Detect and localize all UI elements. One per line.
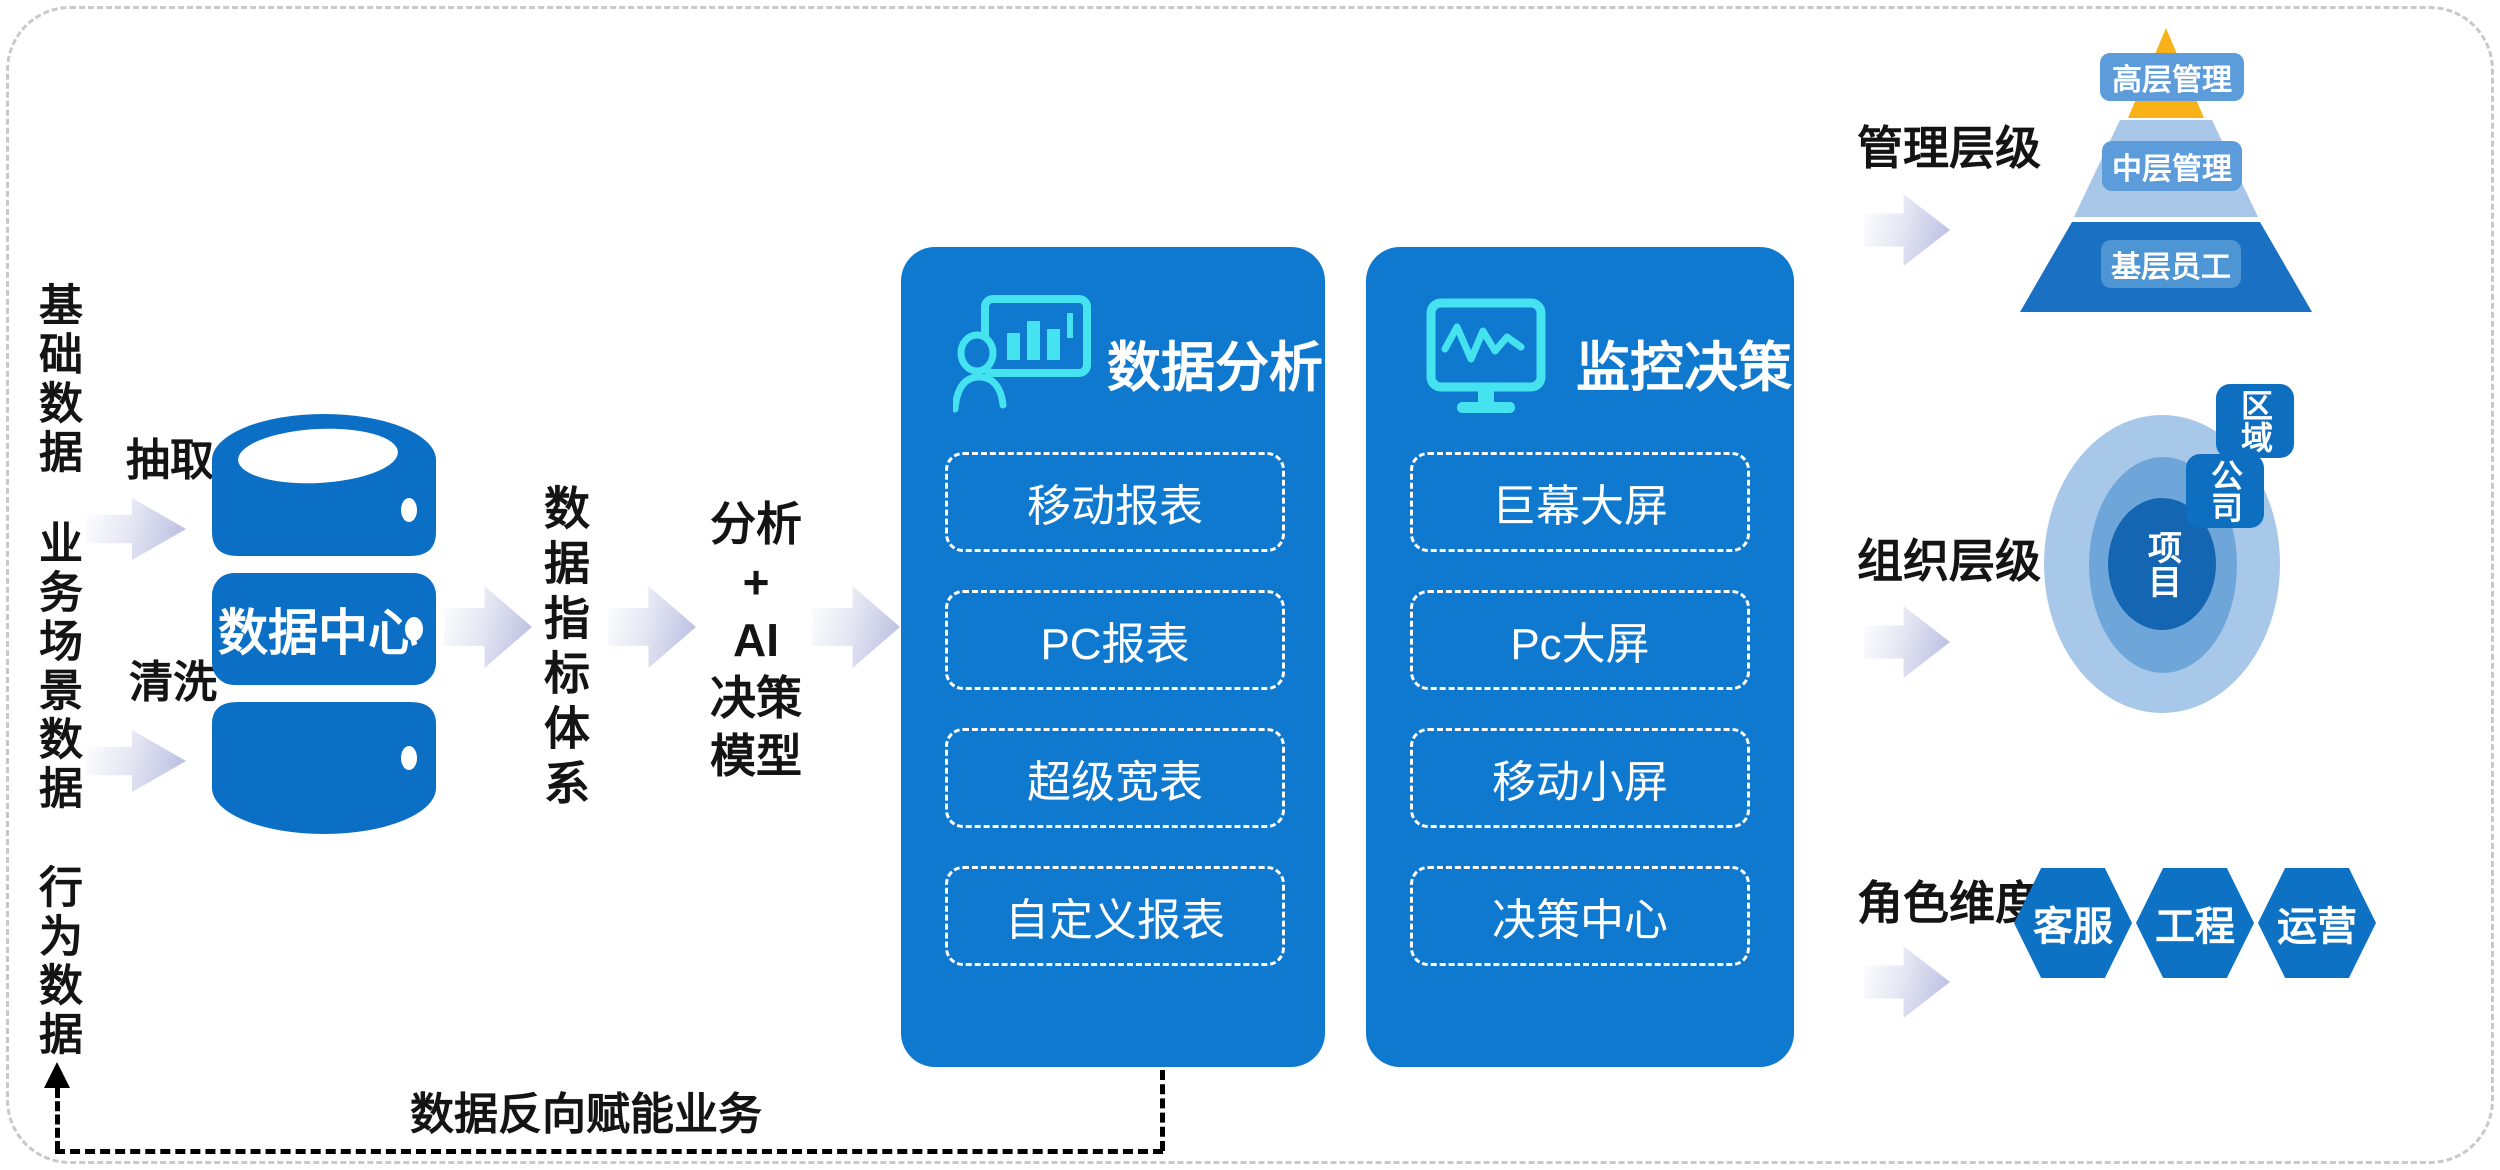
monitor-pulse-icon — [1420, 295, 1552, 422]
monitor-decision-panel: 监控决策 巨幕大屏 Pc大屏 移动小屏 决策中心 — [1366, 247, 1794, 1067]
panel-item-pc-report: PC报表 — [945, 590, 1285, 690]
org-tile-company: 公司 — [2186, 454, 2264, 528]
data-analysis-panel: 数据分析 移动报表 PC报表 超级宽表 自定义报表 — [901, 247, 1325, 1067]
org-ring-project-label: 项目 — [2142, 530, 2181, 598]
source-label-business-scene-data: 业务场景数据 — [32, 520, 81, 814]
source-label-behavior-data: 行为数据 — [32, 864, 81, 1060]
extract-label: 抽取 — [126, 436, 214, 485]
pyramid-level-top-management: 高层管理 — [2100, 53, 2244, 101]
panel-item-super-wide-table: 超级宽表 — [945, 728, 1285, 828]
org-tile-region-label: 区域 — [2237, 389, 2273, 453]
org-tile-region: 区域 — [2216, 384, 2294, 458]
hexagon-engineering: 工程 — [2136, 868, 2254, 978]
dashed-border-frame — [6, 6, 2494, 1164]
model-line: AI — [733, 613, 779, 666]
database-cylinder-icon — [212, 414, 436, 834]
feedback-arrowhead-icon — [44, 1062, 70, 1088]
feedback-line-right — [1160, 1070, 1165, 1151]
org-tile-company-label: 公司 — [2207, 459, 2243, 523]
panel-item-pc-screen: Pc大屏 — [1410, 590, 1750, 690]
feedback-line-bottom — [55, 1149, 1163, 1154]
clean-label: 清洗 — [129, 658, 217, 707]
model-line: 决策 — [710, 671, 802, 724]
data-center-label: 数据中心 — [218, 605, 418, 661]
panel-item-mobile-screen: 移动小屏 — [1410, 728, 1750, 828]
role-dimension-label: 角色维度 — [1857, 877, 2041, 929]
management-level-label: 管理层级 — [1857, 122, 2041, 174]
panel-item-mobile-report: 移动报表 — [945, 452, 1285, 552]
feedback-label: 数据反向赋能业务 — [410, 1090, 762, 1139]
data-analysis-panel-title: 数据分析 — [1107, 338, 1323, 398]
panel-item-giant-screen: 巨幕大屏 — [1410, 452, 1750, 552]
panel-item-decision-center: 决策中心 — [1410, 866, 1750, 966]
monitor-decision-panel-title: 监控决策 — [1576, 338, 1792, 398]
hexagon-operations: 运营 — [2258, 868, 2376, 978]
source-label-basic-data: 基础数据 — [32, 282, 81, 478]
pyramid-level-middle-management: 中层管理 — [2102, 141, 2242, 191]
model-line: 分析 — [710, 498, 802, 550]
analysis-ai-model-label: 分析 + AI 决策 模型 — [698, 496, 814, 786]
indicator-system-label: 数据指标体系 — [538, 484, 590, 814]
model-line: 模型 — [710, 729, 802, 782]
hexagon-customer-service: 客服 — [2014, 868, 2132, 978]
feedback-line-left — [55, 1088, 60, 1151]
person-chart-icon — [951, 291, 1093, 418]
pyramid-level-base-staff: 基层员工 — [2101, 240, 2241, 288]
organization-level-label: 组织层级 — [1857, 535, 2041, 587]
panel-item-custom-report: 自定义报表 — [945, 866, 1285, 966]
model-line: + — [742, 555, 770, 608]
